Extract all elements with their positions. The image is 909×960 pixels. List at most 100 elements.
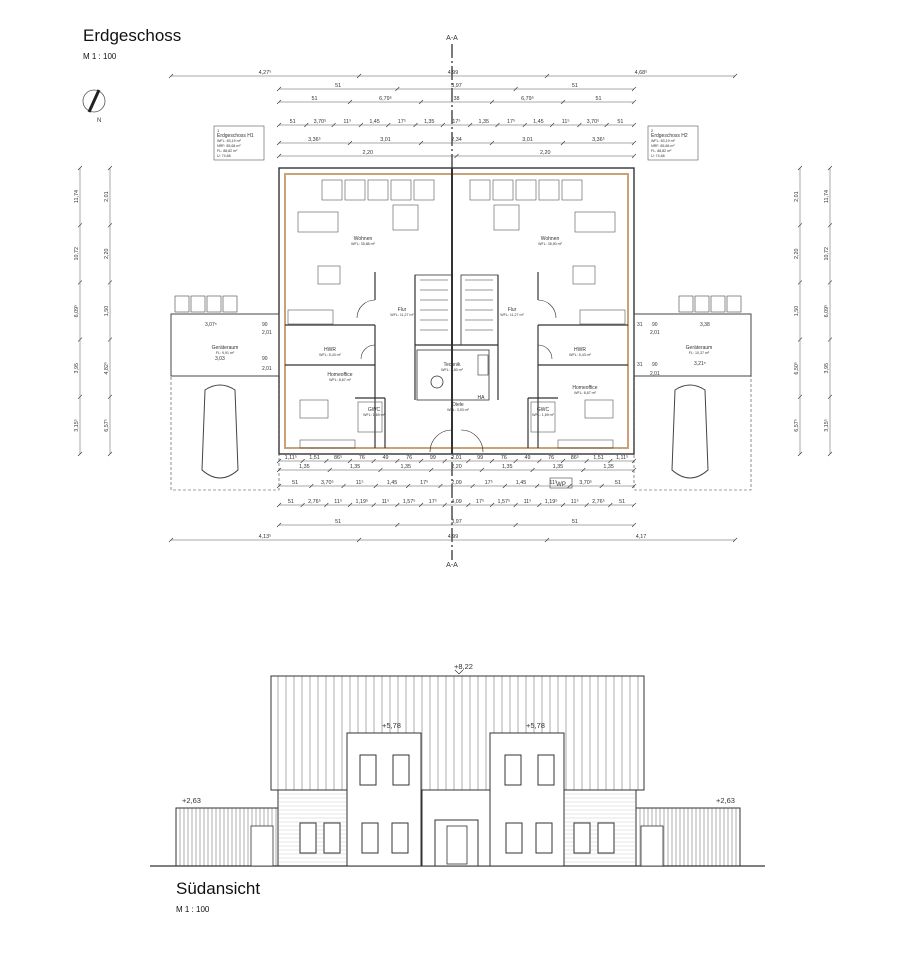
svg-text:+8,22: +8,22: [454, 662, 473, 671]
dim-bottom-label: 99: [430, 455, 436, 461]
dim-bottom-label: 76: [406, 455, 412, 461]
north-arrow-icon: N: [82, 89, 106, 124]
elevation-title: Südansicht: [176, 879, 261, 898]
dim-bottom-label: 4,13⁵: [259, 534, 272, 540]
dim-bottom-label: 1,35: [299, 464, 310, 470]
svg-text:Homeoffice: Homeoffice: [327, 372, 352, 378]
dim-right-label: 2,01: [794, 191, 800, 202]
garage-right-dim: 90: [652, 322, 658, 328]
dim-bottom-label: 1,11⁵: [285, 455, 297, 461]
svg-text:GWC: GWC: [368, 407, 381, 413]
dim-bottom-label: 1,45: [387, 480, 398, 486]
dim-top-label: 1,35: [479, 119, 490, 125]
dim-bottom-label: 1,35: [350, 464, 361, 470]
dim-right-label: 6,57⁵: [794, 419, 800, 432]
dim-top-label: 1,45: [369, 119, 380, 125]
dim-bottom-label: 76: [501, 455, 507, 461]
svg-text:Wohnen: Wohnen: [541, 236, 560, 242]
dim-bottom-label: 4,09: [451, 499, 462, 505]
svg-text:Diele: Diele: [452, 402, 464, 408]
dim-top-label: 3,70⁵: [314, 119, 327, 125]
dim-bottom-label: 17⁵: [476, 499, 484, 505]
dim-left-label: 2,01: [104, 191, 110, 202]
dim-bottom-label: 11⁵: [334, 499, 342, 505]
dim-top-label: 17⁵: [507, 119, 515, 125]
dim-right-label: 1,50: [794, 306, 800, 317]
dim-bottom-label: 51: [619, 499, 625, 505]
dim-bottom-label: 1,45: [516, 480, 527, 486]
dim-top-label: 6,79⁵: [521, 96, 534, 102]
svg-text:GWC: GWC: [537, 407, 550, 413]
dim-right-label: 10,72: [824, 247, 830, 260]
svg-text:Erdgeschoss H1: Erdgeschoss H1: [217, 133, 254, 139]
garage-left-dim: 90: [262, 322, 268, 328]
dim-bottom-label: 4,99: [448, 534, 459, 540]
dim-top-label: 1,35: [424, 119, 435, 125]
dim-top-label: 3,70⁵: [587, 119, 600, 125]
section-marker-bottom: A-A: [446, 562, 458, 569]
dim-bottom-label: 2,01: [451, 455, 462, 461]
dimension-chains-left: 11,7410,726,09⁵3,953,15⁵2,012,201,504,82…: [74, 165, 113, 457]
dim-top-label: 51: [335, 83, 341, 89]
dim-top-label: 4,68⁵: [635, 70, 648, 76]
dim-top-label: 51: [290, 119, 296, 125]
dim-left-label: 2,20: [104, 249, 110, 259]
dim-bottom-label: 11⁵: [549, 480, 557, 486]
room-labels-right: Wohnen WFL: 35,90 m² Flur WFL: 11,27 m² …: [500, 236, 712, 417]
svg-text:+5,78: +5,78: [382, 721, 401, 730]
dim-bottom-label: 4,17: [636, 534, 647, 540]
dim-top-label: 2,34: [451, 137, 462, 143]
svg-text:2: 2: [651, 128, 654, 133]
dim-bottom-label: 3,70⁵: [579, 480, 592, 486]
elevation-scale: M 1 : 100: [176, 905, 210, 914]
svg-text:WFL: 8,67 m²: WFL: 8,67 m²: [574, 391, 597, 395]
dim-bottom-label: 1,11⁵: [616, 455, 628, 461]
dim-left-label: 6,09⁵: [74, 305, 80, 318]
dim-top-label: 11⁵: [562, 119, 570, 125]
dim-left-label: 4,82⁵: [104, 362, 110, 375]
dim-top-label: 1,45: [533, 119, 544, 125]
garage-right: [633, 295, 752, 491]
south-elevation: [150, 675, 765, 867]
garage-right-dim: 2,01: [650, 330, 660, 336]
garage-left-dim: 2,01: [262, 330, 272, 336]
svg-text:Erdgeschoss H2: Erdgeschoss H2: [651, 133, 688, 139]
dim-right-label: 6,09⁵: [824, 305, 830, 318]
furniture-right: [469, 179, 626, 449]
house-outline: [278, 167, 635, 455]
svg-text:+2,63: +2,63: [716, 796, 735, 805]
svg-text:Wohnen: Wohnen: [354, 236, 373, 242]
dim-bottom-label: 51: [292, 480, 298, 486]
dim-bottom-label: 51: [615, 480, 621, 486]
dim-top-label: 2,20: [363, 150, 374, 156]
dim-bottom-label: 1,35: [502, 464, 513, 470]
dim-bottom-label: 11⁵: [571, 499, 579, 505]
svg-text:WFL: 5,43 m²: WFL: 5,43 m²: [319, 353, 342, 357]
svg-text:FL: 88,82 m²: FL: 88,82 m²: [651, 149, 672, 153]
garage-right-dim: 90: [652, 362, 658, 368]
dim-bottom-label: 51: [572, 519, 578, 525]
dim-left-label: 3,95: [74, 363, 80, 374]
dim-left-label: 6,57⁵: [104, 419, 110, 432]
svg-text:HWR: HWR: [324, 347, 336, 353]
dim-top-label: 3,36⁵: [308, 137, 321, 143]
dim-bottom-label: 17⁵: [420, 480, 428, 486]
svg-text:Technik: Technik: [444, 362, 461, 368]
dim-bottom-label: 3,97: [451, 519, 462, 525]
svg-text:HWR: HWR: [574, 347, 586, 353]
floor-plan-title: Erdgeschoss: [83, 26, 182, 45]
dim-top-label: 3,97: [451, 83, 462, 89]
dim-bottom-label: 3,70⁵: [321, 480, 334, 486]
section-marker-top: A-A: [446, 35, 458, 42]
svg-text:U: 74,68: U: 74,68: [217, 154, 231, 158]
dim-bottom-label: 17⁵: [485, 480, 493, 486]
elevation-levels: +8,22 +5,78 +5,78 +2,63 +2,63: [182, 662, 735, 805]
dim-bottom-label: 1,57⁵: [403, 499, 416, 505]
svg-text:Geräteraum: Geräteraum: [686, 345, 713, 351]
dim-bottom-label: 1,19⁵: [355, 499, 368, 505]
unit-info-h2: 2 Erdgeschoss H2 WFL: 83,19 m² NRF: 85,6…: [647, 125, 699, 161]
dimension-chains-right: 11,7410,726,09⁵3,953,15⁵2,012,201,506,50…: [794, 165, 833, 457]
svg-text:WFL: 83,19 m²: WFL: 83,19 m²: [651, 139, 676, 143]
garage-right-dim: 31: [637, 362, 643, 368]
dim-bottom-label: 11⁵: [356, 480, 364, 486]
